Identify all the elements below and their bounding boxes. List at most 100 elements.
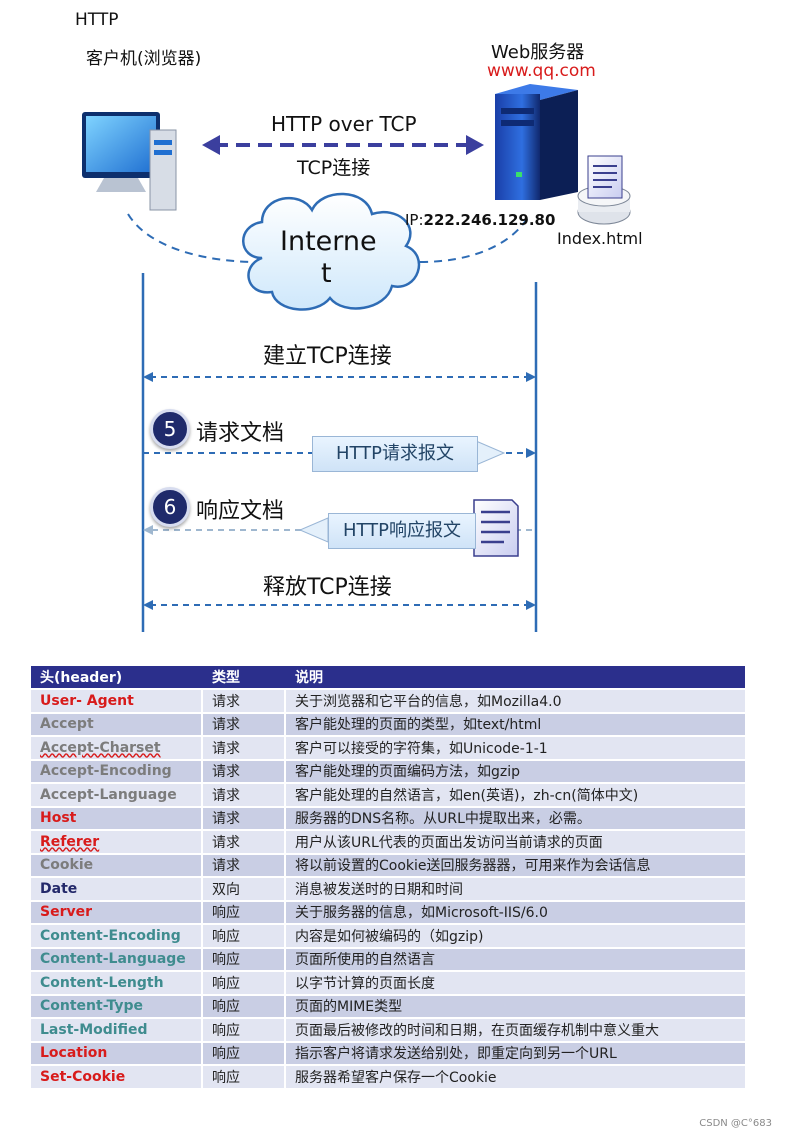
header-desc: 关于浏览器和它平台的信息，如Mozilla4.0 (286, 690, 745, 712)
header-name: Accept-Charset (31, 737, 203, 759)
header-type: 响应 (203, 901, 286, 923)
header-name: Content-Encoding (31, 925, 203, 947)
step-release-label: 释放TCP连接 (263, 575, 392, 600)
release-arrow (143, 600, 536, 610)
header-type: 响应 (203, 1066, 286, 1088)
header-desc: 客户能处理的页面编码方法，如gzip (286, 760, 745, 782)
step5-label: 请求文档 (196, 421, 285, 446)
header-name: Cookie (31, 854, 203, 876)
header-desc: 将以前设置的Cookie送回服务器器，可用来作为会话信息 (286, 854, 745, 876)
header-type: 双向 (203, 878, 286, 900)
header-name: Set-Cookie (31, 1066, 203, 1088)
header-type: 请求 (203, 713, 286, 735)
client-label: 客户机(浏览器) (86, 49, 202, 69)
top-label: HTTP (75, 10, 119, 30)
cloud-label-line2: t (321, 258, 332, 289)
header-name: Content-Language (31, 948, 203, 970)
col-header-desc: 说明 (286, 666, 745, 688)
header-type: 响应 (203, 948, 286, 970)
header-name: Accept-Encoding (31, 760, 203, 782)
step6-label: 响应文档 (196, 499, 285, 524)
header-name: Date (31, 878, 203, 900)
header-type: 请求 (203, 807, 286, 829)
header-name: Last-Modified (31, 1019, 203, 1041)
header-type: 请求 (203, 831, 286, 853)
table-header-row: 头(header) 类型 说明 (31, 666, 745, 688)
header-type: 响应 (203, 1019, 286, 1041)
header-type: 响应 (203, 1042, 286, 1064)
header-name: Referer (31, 831, 203, 853)
server-domain: www.qq.com (487, 61, 596, 81)
header-type: 响应 (203, 972, 286, 994)
header-name: Accept (31, 713, 203, 735)
header-desc: 服务器的DNS名称。从URL中提取出来，必需。 (286, 807, 745, 829)
file-label: Index.html (557, 229, 643, 248)
header-name: Server (31, 901, 203, 923)
header-name: Location (31, 1042, 203, 1064)
step5-badge: 5 (150, 409, 190, 449)
header-type: 请求 (203, 784, 286, 806)
header-type: 响应 (203, 925, 286, 947)
header-name: Content-Type (31, 995, 203, 1017)
header-desc: 页面的MIME类型 (286, 995, 745, 1017)
response-document-icon (473, 499, 519, 557)
header-desc: 客户可以接受的字符集，如Unicode-1-1 (286, 737, 745, 759)
tcp-double-arrow (202, 135, 484, 155)
col-header-name: 头(header) (31, 666, 203, 688)
header-type: 请求 (203, 690, 286, 712)
header-desc: 以字节计算的页面长度 (286, 972, 745, 994)
tcp-label: TCP连接 (297, 157, 371, 179)
connect-arrow (143, 372, 536, 382)
header-desc: 服务器希望客户保存一个Cookie (286, 1066, 745, 1088)
header-type: 请求 (203, 854, 286, 876)
header-name: User- Agent (31, 690, 203, 712)
web-server-icon (495, 84, 578, 200)
header-type: 请求 (203, 737, 286, 759)
network-curve (127, 213, 259, 263)
header-desc: 消息被发送时的日期和时间 (286, 878, 745, 900)
http-diagram (82, 84, 631, 632)
step-connect-label: 建立TCP连接 (263, 344, 392, 369)
header-type: 请求 (203, 760, 286, 782)
server-label: Web服务器 (491, 42, 585, 63)
request-message-box: HTTP请求报文 (312, 436, 478, 472)
header-desc: 页面所使用的自然语言 (286, 948, 745, 970)
header-name: Content-Length (31, 972, 203, 994)
watermark: CSDN @C°683 (699, 1118, 772, 1129)
cloud-label-line1: Interne (280, 226, 377, 257)
header-desc: 客户能处理的自然语言，如en(英语)，zh-cn(简体中文) (286, 784, 745, 806)
index-file-icon (577, 155, 631, 225)
header-desc: 关于服务器的信息，如Microsoft-IIS/6.0 (286, 901, 745, 923)
header-desc: 内容是如何被编码的（如gzip) (286, 925, 745, 947)
header-desc: 用户从该URL代表的页面出发访问当前请求的页面 (286, 831, 745, 853)
header-name: Host (31, 807, 203, 829)
client-computer-icon (82, 112, 177, 211)
ip-address: IP:222.246.129.80 (405, 211, 556, 229)
header-desc: 页面最后被修改的时间和日期，在页面缓存机制中意义重大 (286, 1019, 745, 1041)
col-header-type: 类型 (203, 666, 286, 688)
header-type: 响应 (203, 995, 286, 1017)
header-desc: 客户能处理的页面的类型，如text/html (286, 713, 745, 735)
response-message-box: HTTP响应报文 (328, 513, 476, 549)
header-name: Accept-Language (31, 784, 203, 806)
internet-cloud-icon (242, 192, 421, 311)
step6-badge: 6 (150, 487, 190, 527)
